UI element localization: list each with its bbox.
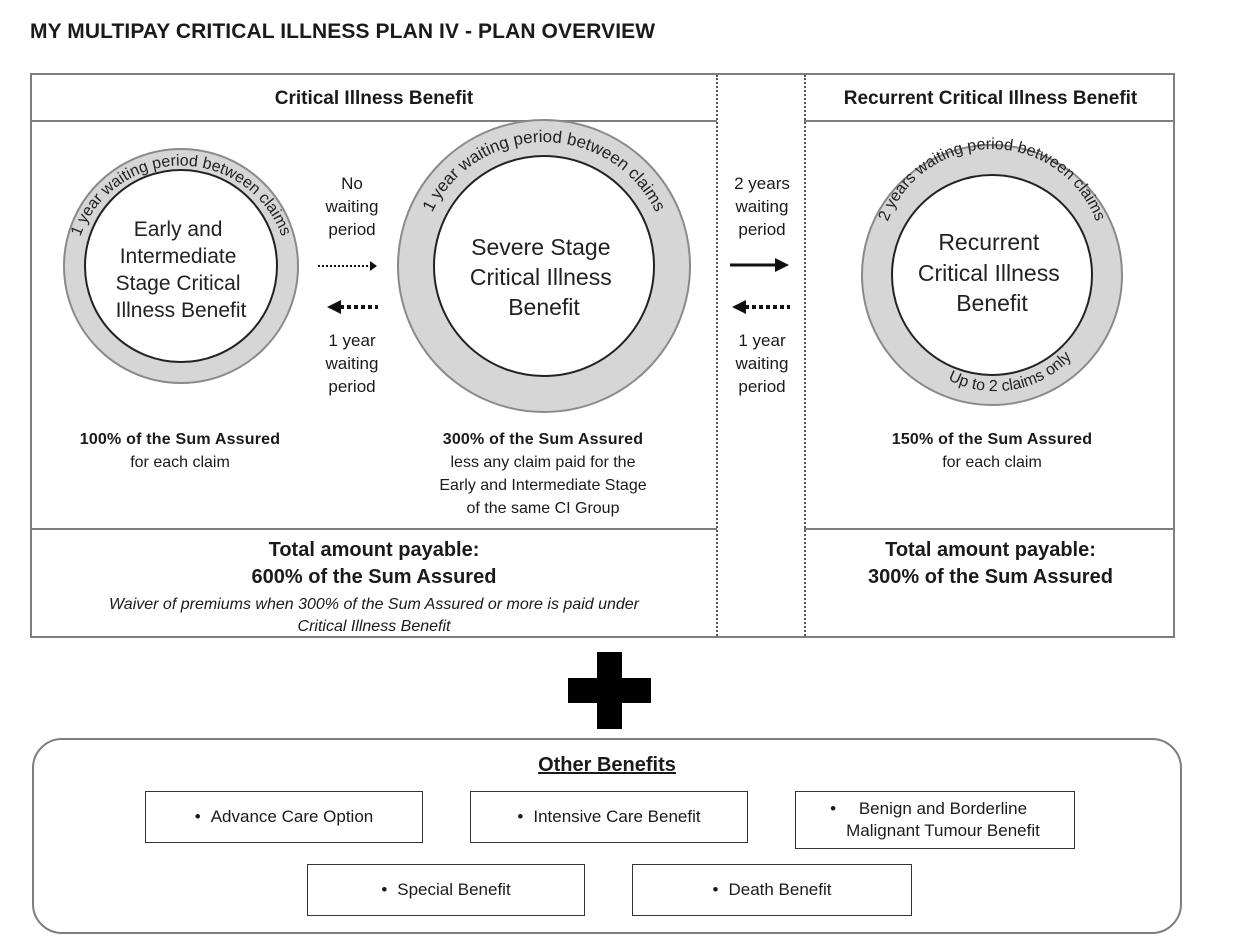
early-amount-note: 100% of the Sum Assured for each claim: [79, 431, 281, 471]
rci-amount-note: 150% of the Sum Assured for each claim: [891, 431, 1093, 471]
middle-left-divider: [716, 75, 718, 636]
rci-header-divider: [804, 120, 1175, 122]
severe-label: Severe Stage Critical Illness Benefit: [470, 234, 618, 320]
ci-header: Critical Illness Benefit: [274, 88, 474, 109]
early-stage-ring: 1 year waiting period between claims Ear…: [63, 148, 299, 384]
page-title: MY MULTIPAY CRITICAL ILLNESS PLAN IV - P…: [30, 20, 656, 43]
benefit-box-intensive-care: •Intensive Care Benefit: [470, 791, 748, 843]
other-benefits-panel: [32, 738, 1182, 934]
waiver-note: Waiver of premiums when 300% of the Sum …: [108, 596, 640, 635]
two-years-forward-arrow: [730, 258, 789, 272]
rci-total-divider: [804, 528, 1175, 530]
no-waiting-label: No waiting period: [325, 174, 379, 239]
severe-amount-note: 300% of the Sum Assured less any claim p…: [439, 431, 647, 517]
benefit-box-special: •Special Benefit: [307, 864, 585, 916]
middle-back-arrow: [732, 300, 790, 314]
other-benefits-title: Other Benefits: [538, 754, 676, 776]
ci-header-divider: [31, 120, 717, 122]
middle-right-divider: [804, 75, 806, 636]
rci-total: Total amount payable: 300% of the Sum As…: [868, 539, 1113, 588]
benefit-box-benign-tumour: •Benign and Borderline Malignant Tumour …: [795, 791, 1075, 849]
middle-one-year-label: 1 year waiting period: [735, 331, 789, 396]
rci-label: Recurrent Critical Illness Benefit: [918, 229, 1066, 316]
overview-frame: [30, 73, 1175, 638]
ci-total-divider: [31, 528, 717, 530]
one-year-waiting-label: 1 year waiting period: [325, 331, 379, 396]
no-wait-arrow: [318, 261, 377, 271]
plus-icon: [568, 652, 651, 729]
one-year-back-arrow: [327, 300, 378, 314]
early-label: Early and Intermediate Stage Critical Il…: [116, 218, 247, 322]
two-years-waiting-label: 2 years waiting period: [734, 174, 790, 239]
benefit-box-advance-care: •Advance Care Option: [145, 791, 423, 843]
ci-total: Total amount payable: 600% of the Sum As…: [251, 539, 497, 588]
rci-header: Recurrent Critical Illness Benefit: [843, 88, 1138, 109]
severe-stage-ring: 1 year waiting period between claims Sev…: [397, 119, 691, 413]
benefit-box-death: •Death Benefit: [632, 864, 912, 916]
recurrent-ci-ring: 2 years waiting period between claims Up…: [861, 136, 1123, 406]
